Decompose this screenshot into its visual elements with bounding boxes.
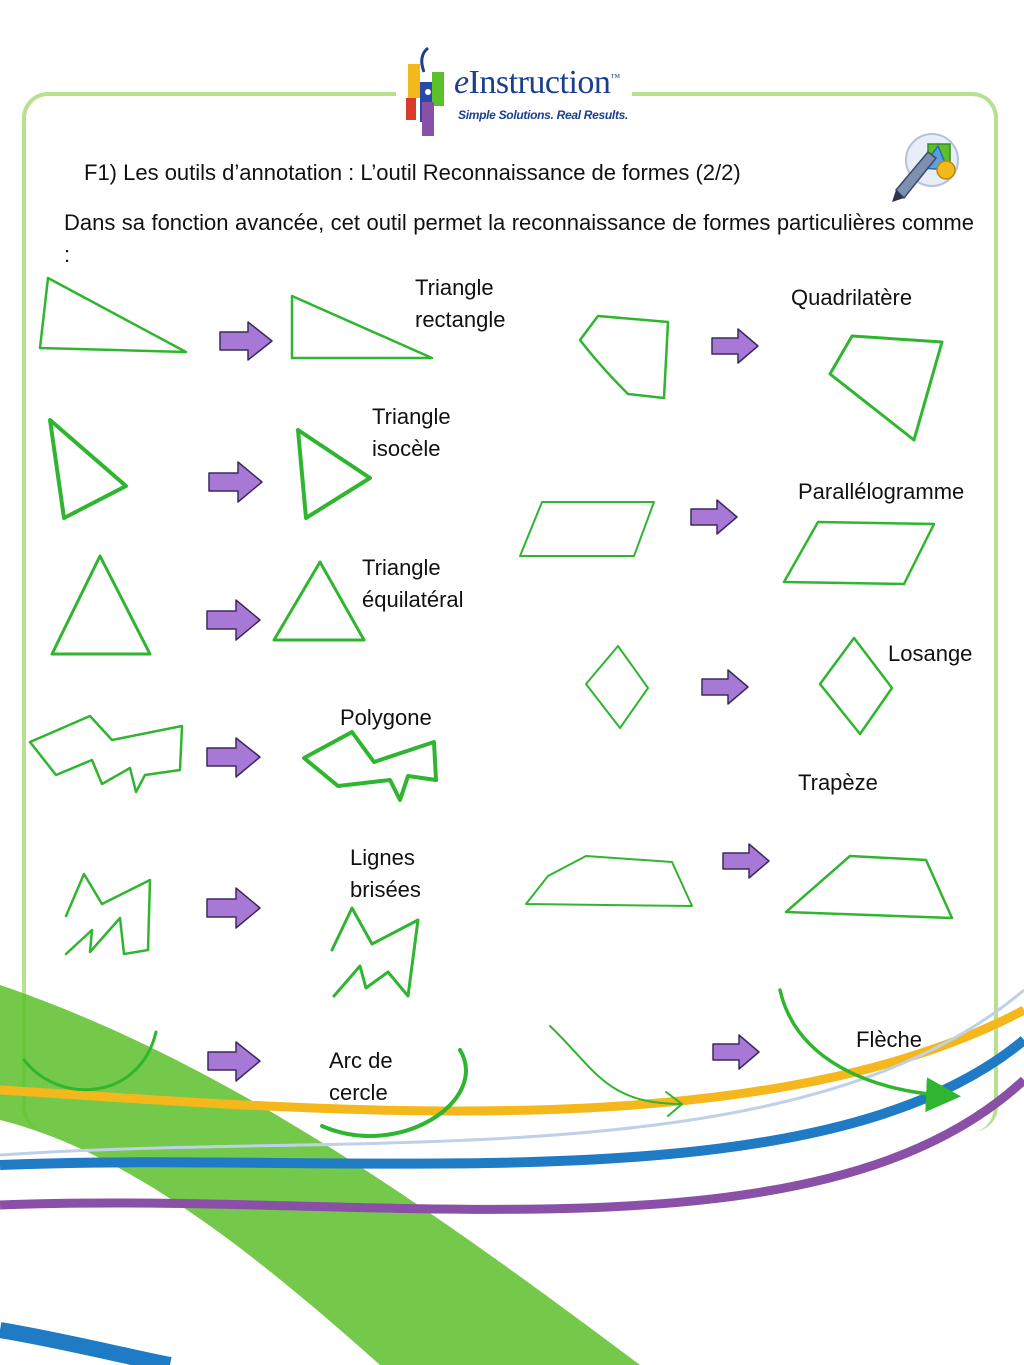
transform-arrow-icon (208, 461, 263, 503)
drawn-polygone (28, 714, 184, 794)
transform-arrow-icon (206, 599, 261, 641)
drawn-triangle-isocele (48, 418, 128, 520)
intro-text: Dans sa fonction avancée, cet outil perm… (64, 210, 974, 267)
recognized-parallelogramme (782, 520, 936, 586)
transform-arrow-icon (219, 321, 273, 361)
recognized-arc-de-cercle (320, 1048, 468, 1138)
label-trapeze: Trapèze (798, 770, 878, 795)
recognized-trapeze (784, 854, 954, 920)
recognized-quadrilatere (828, 334, 944, 442)
decorative-swooshes (0, 985, 1024, 1365)
transform-arrow-icon (701, 669, 749, 705)
recognized-losange (818, 636, 894, 736)
drawn-fleche (549, 1025, 683, 1117)
shape-recognition-tool-icon (892, 133, 959, 202)
label-parallelogramme: Parallélogramme (798, 479, 965, 504)
transform-arrow-icon (206, 887, 261, 929)
transform-arrow-icon (206, 737, 261, 778)
einstruction-logo: eInstruction™ Simple Solutions. Real Res… (396, 38, 632, 142)
recognized-triangle-isocele (296, 428, 372, 520)
drawn-trapeze (525, 855, 693, 907)
recognized-triangle-equilateral (272, 560, 366, 642)
label-quadrilatere: Quadrilatère (791, 285, 913, 310)
page-title: F1) Les outils d’annotation : L’outil Re… (84, 160, 741, 185)
drawn-arc-de-cercle (22, 1030, 158, 1092)
label-fleche: Flèche (856, 1027, 923, 1052)
transform-arrow-icon (711, 328, 759, 364)
drawn-triangle-rectangle (38, 276, 188, 354)
drawn-parallelogramme (519, 501, 655, 557)
drawn-losange (585, 645, 649, 729)
recognized-triangle-rectangle (290, 294, 434, 360)
transform-arrow-icon (207, 1041, 261, 1082)
recognized-polygone (302, 730, 438, 802)
logo-mark-icon (406, 46, 444, 136)
logo-tagline: Simple Solutions. Real Results. (458, 108, 629, 122)
transform-arrow-icon (722, 843, 770, 879)
recognized-fleche (778, 988, 961, 1113)
drawn-quadrilatere (578, 314, 670, 400)
recognized-lignes-brisees (330, 906, 420, 998)
label-losange: Losange (888, 641, 973, 666)
transform-arrow-icon (690, 499, 738, 535)
drawn-lignes-brisees (64, 872, 152, 956)
drawn-triangle-equilateral (50, 554, 152, 656)
label-polygone: Polygone (340, 705, 432, 730)
transform-arrow-icon (712, 1034, 760, 1070)
logo-wordmark: eInstruction™ (454, 64, 620, 101)
